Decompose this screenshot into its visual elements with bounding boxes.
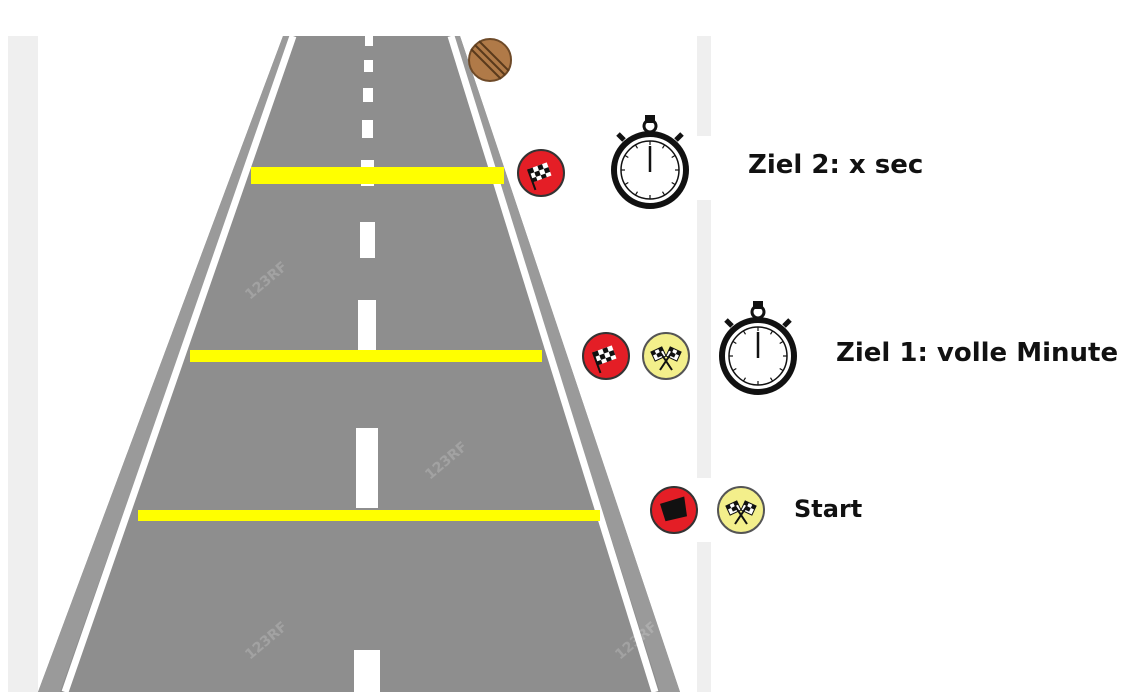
ziel-1-label: Ziel 1: volle Minute xyxy=(836,338,1119,368)
center-dash xyxy=(364,60,373,72)
finish-line-ziel1 xyxy=(190,350,542,362)
red-checkered-flag-sign-icon xyxy=(582,332,630,380)
start-label: Start xyxy=(794,495,863,523)
finish-line-ziel2 xyxy=(251,167,504,184)
center-dash xyxy=(354,650,380,692)
yellow-checkered-flag-sign-icon xyxy=(717,486,765,534)
right-edge-line xyxy=(447,34,659,692)
center-dash xyxy=(360,222,375,258)
stopwatch-icon xyxy=(719,301,797,395)
road-surface xyxy=(38,36,680,692)
center-dash xyxy=(362,120,373,138)
left-edge-line xyxy=(61,34,297,692)
ziel-2-label: Ziel 2: x sec xyxy=(748,150,924,180)
center-dash xyxy=(365,36,373,46)
road-shoulder-left xyxy=(38,36,292,692)
start-line xyxy=(138,510,600,521)
road-shoulder-right xyxy=(452,36,680,692)
stopwatch-icon xyxy=(611,115,689,209)
red-start-flag-sign-icon xyxy=(650,486,698,534)
center-dash xyxy=(356,428,378,508)
red-checkered-flag-sign-icon xyxy=(517,149,565,197)
right-side-strip-bottom xyxy=(697,200,711,692)
end-of-restriction-sign-icon xyxy=(468,38,512,82)
center-dash xyxy=(358,300,376,350)
yellow-checkered-flag-sign-icon xyxy=(642,332,690,380)
right-side-strip-top xyxy=(697,36,711,136)
center-dash xyxy=(363,88,373,102)
left-side-strip xyxy=(8,36,38,692)
